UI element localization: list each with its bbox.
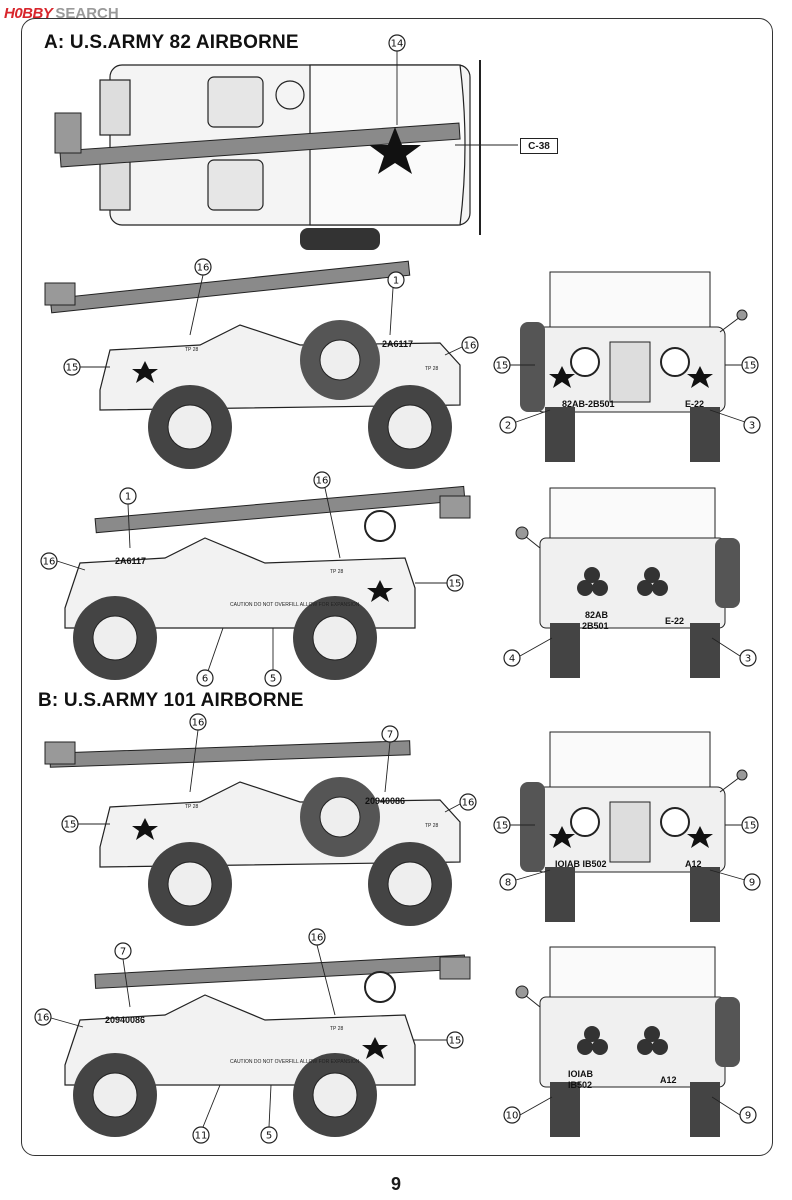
marking-tp-b1: TP 28	[185, 804, 198, 810]
callout-3: 3	[749, 421, 755, 432]
callout-2: 2	[505, 421, 511, 432]
callout-15b: 15	[744, 361, 757, 372]
callout-9: 9	[749, 878, 755, 889]
marking-tp-br: TP 28	[330, 1026, 343, 1032]
callout-7r: 7	[120, 947, 126, 958]
marking-rear-b1: IOIAB	[568, 1069, 594, 1079]
side-view-a-left: 2A6117 TP 28 TP 28 16 1 16 15	[44, 258, 479, 469]
marking-serial-br: 20940086	[105, 1015, 145, 1025]
watermark-text: SEARCH	[55, 4, 119, 22]
marking-rear-b2: IB502	[568, 1080, 592, 1090]
callout-15c: 15	[496, 821, 509, 832]
marking-tp-2: TP 28	[425, 366, 438, 372]
page-frame	[21, 18, 773, 1156]
callout-1: 1	[393, 276, 399, 287]
callout-16b: 16	[464, 341, 477, 352]
callout-6: 6	[202, 674, 208, 685]
reference-label-c38: C-38	[520, 138, 558, 154]
marking-serial: 2A6117	[382, 339, 413, 349]
marking-tp-r: TP 28	[330, 569, 343, 575]
callout-14: 14	[391, 39, 404, 50]
callout-10: 10	[506, 1111, 519, 1122]
front-view-b: IOIAB IB502 A12 15 15 8 9	[493, 731, 761, 922]
callout-15a: 15	[496, 361, 509, 372]
callout-15br: 15	[449, 1036, 462, 1047]
marking-bumper-b2: A12	[685, 859, 702, 869]
marking-caution: CAUTION DO NOT OVERFILL ALLOW FOR EXPANS…	[230, 602, 360, 608]
callout-16br: 16	[311, 933, 324, 944]
side-view-a-right: 2A6117 TP 28 CAUTION DO NOT OVERFILL ALL…	[40, 471, 471, 687]
callout-4: 4	[509, 654, 515, 665]
marking-bumper-a: 82AB-2B501	[562, 399, 615, 409]
marking-rear-2: 2B501	[582, 621, 609, 631]
callout-5: 5	[270, 674, 276, 685]
top-view-drawing: 14	[54, 34, 518, 250]
marking-rear-1: 82AB	[585, 610, 609, 620]
callout-3r: 3	[745, 654, 751, 665]
callout-15-b: 15	[64, 820, 77, 831]
marking-tp-b2: TP 28	[425, 823, 438, 829]
marking-serial-r: 2A6117	[115, 556, 146, 566]
rear-view-b: IOIAB IB502 A12 10 9	[503, 946, 757, 1137]
callout-1r: 1	[125, 492, 131, 503]
watermark-logo: H0BBY	[4, 4, 53, 22]
callout-5b: 5	[266, 1131, 272, 1142]
callout-8: 8	[505, 878, 511, 889]
marking-rear-b3: A12	[660, 1075, 677, 1085]
front-view-a: 82AB-2B501 E-22 15 15 2 3	[493, 271, 761, 462]
callout-7: 7	[387, 730, 393, 741]
callout-9r: 9	[745, 1111, 751, 1122]
marking-bumper-b1: IOIAB IB502	[555, 859, 607, 869]
marking-rear-3: E-22	[665, 616, 684, 626]
callout-16r: 16	[316, 476, 329, 487]
callout-16br2: 16	[37, 1013, 50, 1024]
callout-15d: 15	[744, 821, 757, 832]
callout-16-b: 16	[192, 718, 205, 729]
callout-16-b2: 16	[462, 798, 475, 809]
rear-view-a: 82AB 2B501 E-22 4 3	[503, 487, 757, 678]
side-view-b-right: 20940086 TP 28 CAUTION DO NOT OVERFILL A…	[34, 928, 471, 1144]
page-number: 9	[390, 1174, 401, 1194]
section-a-title: A: U.S.ARMY 82 AIRBORNE	[44, 32, 299, 53]
marking-caution-b: CAUTION DO NOT OVERFILL ALLOW FOR EXPANS…	[230, 1059, 360, 1065]
callout-15: 15	[66, 363, 79, 374]
callout-11: 11	[195, 1131, 208, 1142]
marking-tp-1: TP 28	[185, 347, 198, 353]
callout-16r2: 16	[43, 557, 56, 568]
watermark: H0BBY SEARCH	[4, 4, 119, 22]
callout-16: 16	[197, 263, 210, 274]
callout-15r: 15	[449, 579, 462, 590]
marking-serial-b: 20940086	[365, 796, 405, 806]
side-view-b-left: 20940086 TP 28 TP 28 16 7 16 15	[44, 713, 477, 926]
section-b-title: B: U.S.ARMY 101 AIRBORNE	[38, 690, 304, 711]
marking-bumper-b: E-22	[685, 399, 704, 409]
